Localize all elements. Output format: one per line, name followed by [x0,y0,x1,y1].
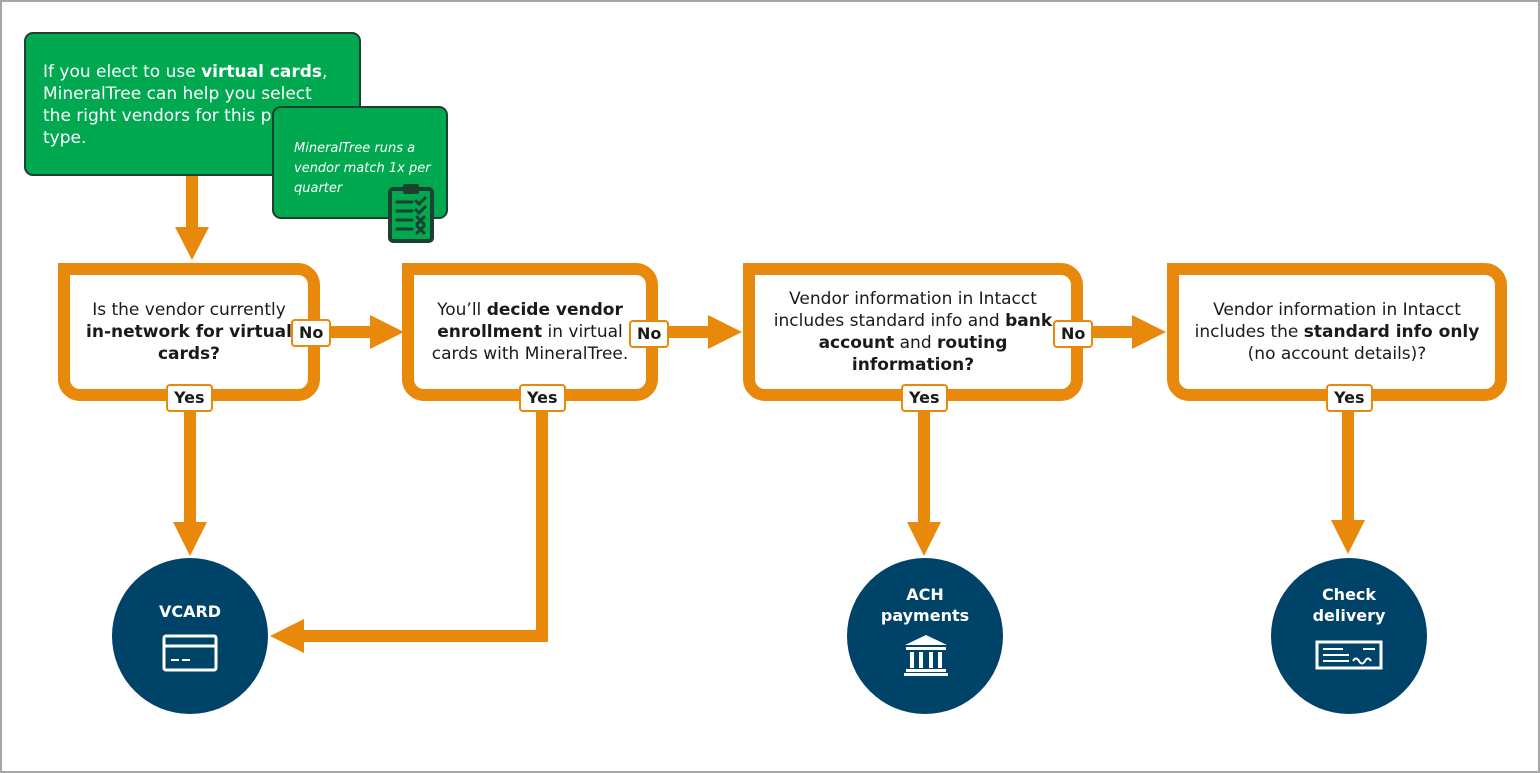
decision-vendor-enrollment-text: You’ll decide vendor enrollment in virtu… [414,299,646,365]
no-label-decision1: No [291,319,332,347]
note-main-text-after: , MineralTree can help you select the ri… [43,62,337,148]
arrow-decision2-to-vcard [298,400,548,642]
decision-text-bold: decide vendor enrollment [437,300,623,342]
arrowhead-decision3-to-decision4 [1132,315,1166,349]
decision-text-bold: in-network for virtual cards? [86,322,292,364]
note-main-text-before: If you elect to use [43,62,202,82]
decision-standard-info-text: Vendor information in Intacct includes t… [1179,299,1495,365]
outcome-ach: ACH payments [847,558,1003,714]
bank-building-icon [904,635,948,676]
decision-bank-routing: Vendor information in Intacct includes s… [743,263,1083,401]
decision-text-bold: standard info only [1303,322,1480,342]
yes-label-decision4: Yes [1326,384,1373,412]
arrowhead-decision4-to-check [1331,520,1365,554]
outcome-vcard-label: VCARD [158,602,222,621]
outcome-ach-label-1: ACH [906,585,944,604]
arrowhead-decision1-to-decision2 [370,315,404,349]
yes-label-decision2: Yes [519,384,566,412]
outcome-check: Check delivery [1271,558,1427,714]
outcome-check-label-2: delivery [1312,606,1386,625]
outcome-check-label-1: Check [1321,585,1377,604]
credit-card-icon [162,634,218,672]
arrowhead-note-to-decision1 [175,227,209,260]
no-label-decision3: No [1053,320,1094,348]
vendor-match-note: MineralTree runs a vendor match 1x per q… [272,106,448,219]
clipboard-checklist-icon [388,184,434,243]
decision-vendor-enrollment: You’ll decide vendor enrollment in virtu… [402,263,658,401]
decision-standard-info: Vendor information in Intacct includes t… [1167,263,1507,401]
decision-text: Vendor information in Intacct includes t… [1194,300,1461,342]
decision-text: Vendor information in Intacct includes s… [773,289,1037,331]
note-sub-text: MineralTree runs a vendor match 1x per q… [294,141,431,196]
decision-text: Is the vendor currently [92,300,286,320]
yes-label-decision3: Yes [901,384,948,412]
decision-text: (no account details)? [1247,344,1427,364]
no-label-decision2: No [629,320,670,348]
decision-text-bold: routing information? [851,333,1008,375]
outcome-ach-label-2: payments [880,606,970,625]
check-document-icon [1315,640,1383,670]
arrowhead-decision3-to-ach [907,522,941,556]
decision-in-network: Is the vendor currently in-network for v… [58,263,320,401]
outcome-vcard: VCARD [112,558,268,714]
decision-text: You’ll [437,300,487,320]
arrowhead-decision2-to-vcard [270,619,304,653]
decision-text: in virtual cards with MineralTree. [431,322,629,364]
yes-label-decision1: Yes [166,384,213,412]
decision-in-network-text: Is the vendor currently in-network for v… [70,299,308,365]
arrowhead-decision1-to-vcard [173,522,207,556]
decision-text: and [894,333,938,353]
arrowhead-decision2-to-decision3 [708,315,742,349]
decision-bank-routing-text: Vendor information in Intacct includes s… [755,288,1071,376]
note-main-text-bold: virtual cards [201,62,323,82]
decision-text-bold: bank account [818,311,1053,353]
